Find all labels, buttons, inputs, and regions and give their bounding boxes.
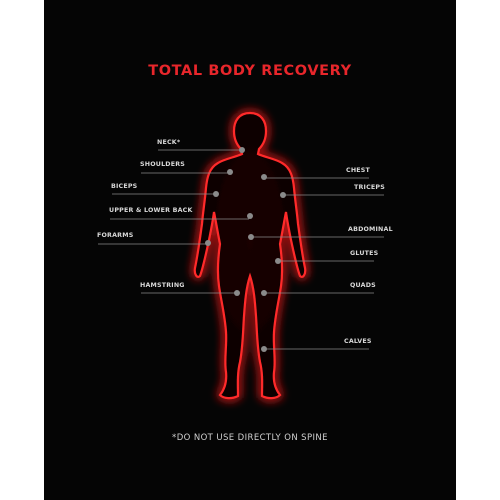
label-forarms: FORARMS — [97, 232, 134, 239]
body-figure-diagram — [98, 111, 384, 400]
hotspot-markers — [205, 147, 286, 352]
hotspot-triceps — [280, 192, 286, 198]
label-neck: NECK* — [157, 139, 181, 146]
label-upper-lower-back: UPPER & LOWER BACK — [109, 207, 193, 214]
label-shoulders: SHOULDERS — [140, 161, 185, 168]
hotspot-back — [247, 213, 253, 219]
hotspot-shoulders — [227, 169, 233, 175]
body-silhouette — [193, 111, 307, 400]
label-glutes: GLUTES — [350, 250, 379, 257]
label-abdominal: ABDOMINAL — [348, 226, 393, 233]
hotspot-chest — [261, 174, 267, 180]
poster-title: TOTAL BODY RECOVERY — [148, 63, 352, 79]
label-chest: CHEST — [346, 167, 371, 174]
label-biceps: BICEPS — [111, 183, 138, 190]
hotspot-biceps — [213, 191, 219, 197]
hotspot-abdominal — [248, 234, 254, 240]
hotspot-quads — [261, 290, 267, 296]
leader-lines — [98, 149, 384, 350]
poster-background: TOTAL BODY RECOVERY — [44, 0, 456, 500]
hotspot-glutes — [275, 258, 281, 264]
label-calves: CALVES — [344, 338, 372, 345]
hotspot-neck — [239, 147, 245, 153]
hotspot-calves — [261, 346, 267, 352]
hotspot-forarms — [205, 240, 211, 246]
label-quads: QUADS — [350, 282, 376, 289]
spine-warning-footnote: *DO NOT USE DIRECTLY ON SPINE — [172, 433, 328, 443]
label-triceps: TRICEPS — [354, 184, 385, 191]
label-hamstring: HAMSTRING — [140, 282, 185, 289]
hotspot-hamstring — [234, 290, 240, 296]
